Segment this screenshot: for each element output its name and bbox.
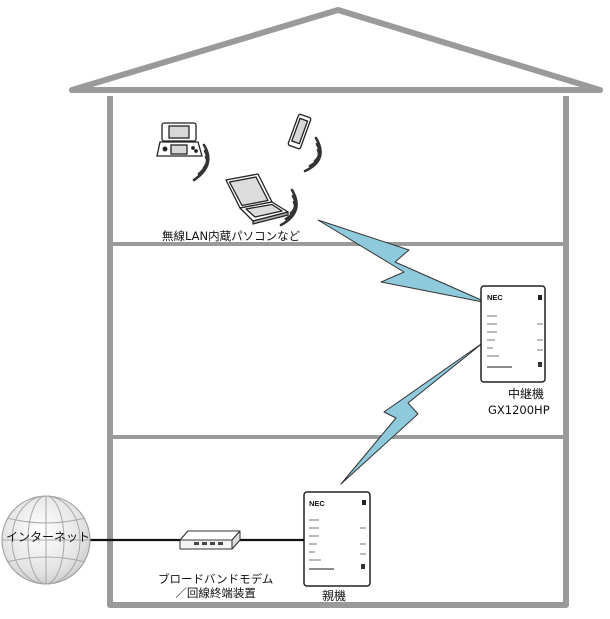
modem-label-line1: ブロードバンドモデム [158, 572, 274, 586]
game-console-icon [156, 122, 203, 157]
parent-brand-logo: NEC [309, 499, 325, 508]
house [69, 7, 603, 608]
laptop-icon [225, 173, 289, 225]
wifi-waves-laptop-icon [279, 188, 298, 227]
repeater-device: NEC [480, 285, 546, 383]
house-walls [107, 96, 569, 608]
repeater-model-label: GX1200HP [488, 403, 550, 417]
modem-device [179, 530, 241, 550]
pc-devices-label: 無線LAN内蔵パソコンなど [162, 229, 301, 243]
wireless-signal-upper [317, 219, 489, 304]
smartphone-icon [287, 113, 312, 150]
repeater-label: 中継機 [508, 387, 545, 401]
modem-label-line2: ／回線終端装置 [175, 586, 256, 601]
wireless-signal-lower [340, 341, 485, 485]
house-roof [69, 7, 603, 93]
internet-label: インターネット [6, 530, 91, 544]
wifi-waves-console-icon [192, 143, 210, 182]
modem-label: ブロードバンドモデム ／回線終端装置 [158, 572, 273, 601]
parent-router-label: 親機 [322, 589, 347, 603]
wifi-waves-phone-icon [303, 136, 322, 173]
internet-globe-icon [1, 495, 91, 585]
parent-router-device: NEC [303, 491, 371, 587]
repeater-brand-logo: NEC [487, 293, 503, 302]
